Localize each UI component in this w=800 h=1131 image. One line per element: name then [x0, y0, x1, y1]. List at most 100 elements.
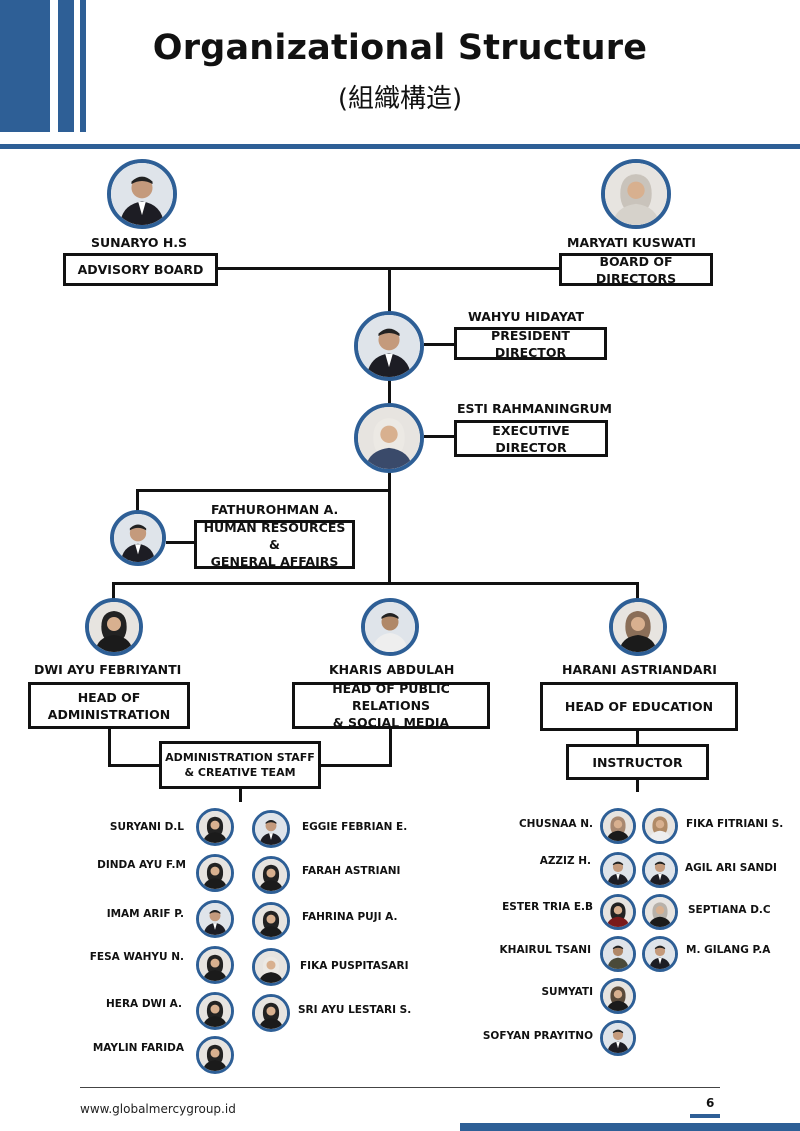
role-box-executive: EXECUTIVE DIRECTOR	[454, 420, 608, 457]
connector	[239, 788, 242, 802]
role-box-hr: HUMAN RESOURCES & GENERAL AFFAIRS	[194, 520, 355, 569]
leader-name-president: WAHYU HIDAYAT	[468, 309, 584, 324]
role-box-president: PRESIDENT DIRECTOR	[454, 327, 607, 360]
staff-name: FARAH ASTRIANI	[302, 865, 401, 877]
staff-avatar	[196, 992, 234, 1030]
instructor-avatar	[642, 852, 678, 888]
avatar-kharis	[361, 598, 419, 656]
avatar-harani	[609, 598, 667, 656]
instructor-name: SUMYATI	[541, 986, 593, 998]
instructor-name: M. GILANG P.A	[686, 944, 771, 956]
connector	[112, 582, 115, 600]
team-label: INSTRUCTOR	[592, 754, 683, 770]
footer-bar	[460, 1123, 800, 1131]
instructor-avatar	[600, 1020, 636, 1056]
staff-name: EGGIE FEBRIAN E.	[302, 821, 408, 833]
connector	[112, 582, 639, 585]
role-label-line1: HUMAN RESOURCES &	[203, 520, 346, 552]
connector	[424, 343, 454, 346]
instructor-avatar	[600, 894, 636, 930]
instructor-avatar	[600, 808, 636, 844]
staff-name: SURYANI D.L	[109, 821, 184, 833]
connector	[166, 541, 194, 544]
leader-name-education: HARANI ASTRIANDARI	[562, 662, 717, 677]
connector	[318, 764, 392, 767]
leader-name-executive: ESTI RAHMANINGRUM	[457, 401, 612, 416]
staff-avatar	[252, 994, 290, 1032]
instructor-name: KHAIRUL TSANI	[499, 944, 591, 956]
leader-name-advisory: SUNARYO H.S	[91, 235, 188, 250]
staff-avatar	[252, 902, 290, 940]
leader-name-admin: DWI AYU FEBRIYANTI	[34, 662, 182, 677]
instructor-name: AZZIZ H.	[539, 855, 591, 867]
instructor-avatar	[642, 936, 678, 972]
instructor-avatar	[642, 894, 678, 930]
instructor-avatar	[600, 852, 636, 888]
connector	[636, 582, 639, 600]
staff-name: IMAM ARIF P.	[106, 908, 184, 920]
role-label-line2: ADMINISTRATION	[47, 706, 171, 722]
leader-name-pr: KHARIS ABDULAH	[329, 662, 455, 677]
instructor-avatar	[600, 936, 636, 972]
role-box-board: BOARD OF DIRECTORS	[559, 253, 713, 286]
page-number-underline	[690, 1114, 720, 1118]
page-subtitle: (組織構造)	[337, 84, 463, 114]
instructor-name: FIKA FITRIANI S.	[686, 818, 784, 830]
staff-avatar	[196, 946, 234, 984]
instructor-avatar	[642, 808, 678, 844]
team-box-instructor: INSTRUCTOR	[566, 744, 709, 780]
avatar-sunaryo	[107, 159, 177, 229]
role-label: ADVISORY BOARD	[77, 262, 204, 277]
avatar-dwi	[85, 598, 143, 656]
connector	[136, 489, 390, 492]
role-label: EXECUTIVE DIRECTOR	[492, 422, 570, 455]
staff-name: FESA WAHYU N.	[89, 951, 184, 963]
footer-divider	[80, 1087, 720, 1088]
connector	[636, 728, 639, 746]
staff-name: FAHRINA PUJI A.	[302, 911, 398, 923]
connector	[108, 764, 162, 767]
connector	[389, 728, 392, 766]
team-label-line2: & CREATIVE TEAM	[184, 766, 296, 779]
instructor-avatar	[600, 978, 636, 1014]
staff-name: DINDA AYU F.M	[97, 859, 186, 871]
role-box-education: HEAD OF EDUCATION	[540, 682, 738, 731]
team-box-admin-staff: ADMINISTRATION STAFF & CREATIVE TEAM	[159, 741, 321, 789]
instructor-name: SEPTIANA D.C	[688, 904, 771, 916]
leader-name-hr: FATHUROHMAN A.	[211, 502, 339, 517]
role-label: HEAD OF EDUCATION	[564, 699, 714, 714]
staff-name: MAYLIN FARIDA	[92, 1042, 184, 1054]
role-label: PRESIDENT DIRECTOR	[491, 327, 570, 360]
staff-name: FIKA PUSPITASARI	[300, 960, 409, 972]
avatar-esti	[354, 403, 424, 473]
connector	[136, 489, 139, 514]
leader-name-board: MARYATI KUSWATI	[567, 235, 696, 250]
staff-avatar	[252, 810, 290, 848]
staff-avatar	[196, 854, 234, 892]
team-label-line1: ADMINISTRATION STAFF	[165, 751, 315, 764]
instructor-name: AGIL ARI SANDI	[685, 862, 777, 874]
header-bar-mid	[58, 0, 74, 132]
header-bar-thin	[80, 0, 86, 132]
staff-avatar	[196, 900, 234, 938]
connector	[216, 267, 559, 270]
footer-url: www.globalmercygroup.id	[80, 1102, 236, 1116]
staff-avatar	[196, 808, 234, 846]
avatar-maryati	[601, 159, 671, 229]
page-title: Organizational Structure	[152, 28, 648, 68]
role-label-line1: HEAD OF PUBLIC RELATIONS	[332, 681, 450, 713]
header-bar-wide	[0, 0, 50, 132]
role-label: BOARD OF DIRECTORS	[595, 253, 677, 286]
role-label-line2: GENERAL AFFAIRS	[210, 554, 339, 569]
connector	[636, 778, 639, 792]
staff-avatar	[252, 948, 290, 986]
header-divider	[0, 144, 800, 149]
connector	[424, 435, 454, 438]
page-number: 6	[706, 1096, 715, 1110]
avatar-wahyu	[354, 311, 424, 381]
avatar-fathurohman	[110, 510, 166, 566]
connector	[108, 728, 111, 766]
staff-avatar	[252, 856, 290, 894]
role-label-line2: & SOCIAL MEDIA	[332, 715, 450, 730]
